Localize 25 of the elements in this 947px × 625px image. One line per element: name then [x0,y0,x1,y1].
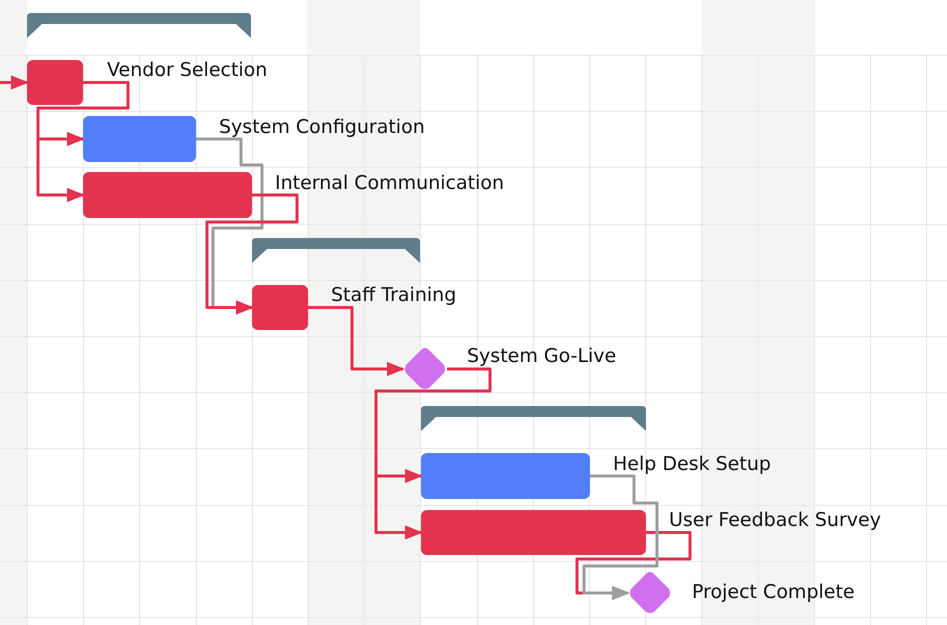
task-label: Help Desk Setup [613,452,771,476]
milestone-diamond [403,347,447,391]
dependency-arrow [582,474,658,600]
task-bar [252,285,308,330]
task-label: Staff Training [331,283,456,307]
task-label: Project Complete [692,580,855,604]
task-bar [83,172,252,218]
task-label: Internal Communication [275,171,504,195]
task-label: System Go-Live [467,344,616,368]
dependency-arrow [0,75,29,90]
milestone-diamond [628,571,672,615]
task-bar [421,510,646,555]
dependency-arrow [374,368,492,540]
task-bar [83,116,196,162]
task-label: User Feedback Survey [669,508,881,532]
summary-bracket [27,13,251,38]
task-label: System Configuration [219,115,425,139]
task-bar [27,60,83,105]
task-label: Vendor Selection [107,58,268,82]
summary-bracket [252,238,420,263]
dependency-arrow [36,81,130,202]
summary-bracket [421,406,646,431]
task-bar [421,453,590,499]
dependency-arrow [308,306,405,376]
dependency-arrow [206,194,298,315]
